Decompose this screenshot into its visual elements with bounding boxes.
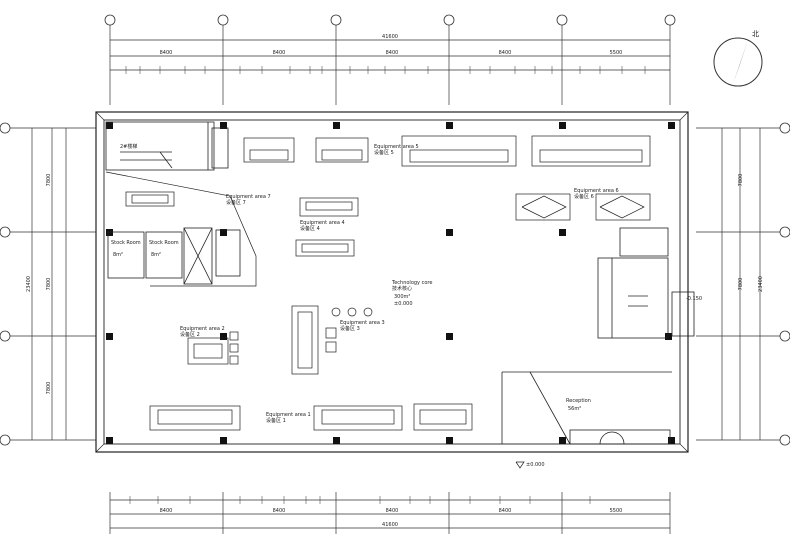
bottom-level-mark: ±0.000: [526, 462, 545, 468]
equipment-area-4-machines: [295, 197, 359, 257]
equipment-area-7-boundary: [105, 171, 257, 287]
equipment-area-1-en: Equipment area 1: [266, 412, 311, 418]
equipment-area-2-machines: [187, 331, 239, 365]
top-span-4: 8400: [499, 50, 512, 56]
equipment-area-4-en: Equipment area 4: [300, 220, 345, 226]
top-dimensions: [109, 22, 671, 105]
equipment-7-machine: [125, 191, 175, 207]
left-span-2: 7800: [46, 278, 52, 291]
top-span-2: 8400: [273, 50, 286, 56]
stock-rooms: [107, 227, 241, 285]
bottom-dimensions: [109, 492, 671, 534]
technology-core-level: ±0.000: [394, 301, 413, 307]
equipment-area-7-cn: 设备区 7: [226, 199, 246, 206]
right-total-dim: 23400: [758, 276, 764, 292]
north-arrow: 北: [713, 30, 763, 87]
top-total-dim: 41600: [382, 34, 398, 40]
right-span-2: 7800: [738, 278, 744, 291]
stock-room-1-label: Stock Room: [111, 240, 141, 246]
right-service-rooms: [597, 227, 695, 339]
bottom-span-1: 8400: [160, 508, 173, 514]
left-span-3: 7800: [46, 382, 52, 395]
stair-room: [105, 121, 229, 171]
north-label: 北: [752, 30, 759, 38]
equipment-area-7-en: Equipment area 7: [226, 194, 271, 200]
equipment-area-5-en: Equipment area 5: [374, 144, 419, 150]
level-markers: [515, 461, 525, 469]
bottom-span-2: 8400: [273, 508, 286, 514]
stair-label: 2#楼梯: [120, 143, 137, 150]
stock-room-2-area: 8m²: [151, 252, 161, 258]
left-grid-bubbles: [0, 122, 11, 446]
equipment-area-6-en: Equipment area 6: [574, 188, 619, 194]
equipment-area-3-cn: 设备区 3: [340, 325, 360, 332]
equipment-area-2-cn: 设备区 2: [180, 331, 200, 338]
bottom-total-dim: 41600: [382, 522, 398, 528]
technology-core-cn: 技术核心: [392, 285, 412, 292]
top-span-5: 5500: [610, 50, 623, 56]
equipment-area-5-machines: [243, 135, 651, 167]
equipment-area-3-en: Equipment area 3: [340, 320, 385, 326]
stock-room-2-label: Stock Room: [149, 240, 179, 246]
bottom-span-5: 5500: [610, 508, 623, 514]
structural-columns: [106, 122, 675, 444]
bottom-span-3: 8400: [386, 508, 399, 514]
technology-core-area: 300m²: [394, 294, 410, 300]
entry-level-mark: -0.150: [686, 296, 702, 302]
right-span-1: 7800: [738, 174, 744, 187]
equipment-area-5-cn: 设备区 5: [374, 149, 394, 156]
equipment-area-3-machines: [291, 305, 373, 375]
stock-room-1-area: 8m²: [113, 252, 123, 258]
equipment-area-1-machines: [149, 403, 473, 431]
top-sub-ticks: [125, 66, 646, 74]
top-span-1: 8400: [160, 50, 173, 56]
left-total-dim: 23400: [26, 276, 32, 292]
equipment-area-2-en: Equipment area 2: [180, 326, 225, 332]
equipment-area-4-cn: 设备区 4: [300, 225, 320, 232]
top-span-3: 8400: [386, 50, 399, 56]
left-dimensions: [10, 127, 96, 441]
equipment-area-1-cn: 设备区 1: [266, 417, 286, 424]
right-dimensions: [696, 127, 782, 441]
top-grid-bubbles: [104, 14, 676, 26]
reception-room: [501, 371, 672, 445]
reception-label: Reception: [566, 398, 591, 404]
exterior-walls: [95, 111, 689, 453]
bottom-sub-ticks: [129, 496, 591, 504]
equipment-area-6-machines: [515, 193, 651, 221]
left-span-1: 7800: [46, 174, 52, 187]
reception-area: 56m²: [568, 406, 581, 412]
bottom-span-4: 8400: [499, 508, 512, 514]
technology-core-en: Technology core: [391, 280, 432, 286]
right-grid-bubbles: [779, 122, 790, 446]
equipment-area-6-cn: 设备区 6: [574, 193, 594, 200]
